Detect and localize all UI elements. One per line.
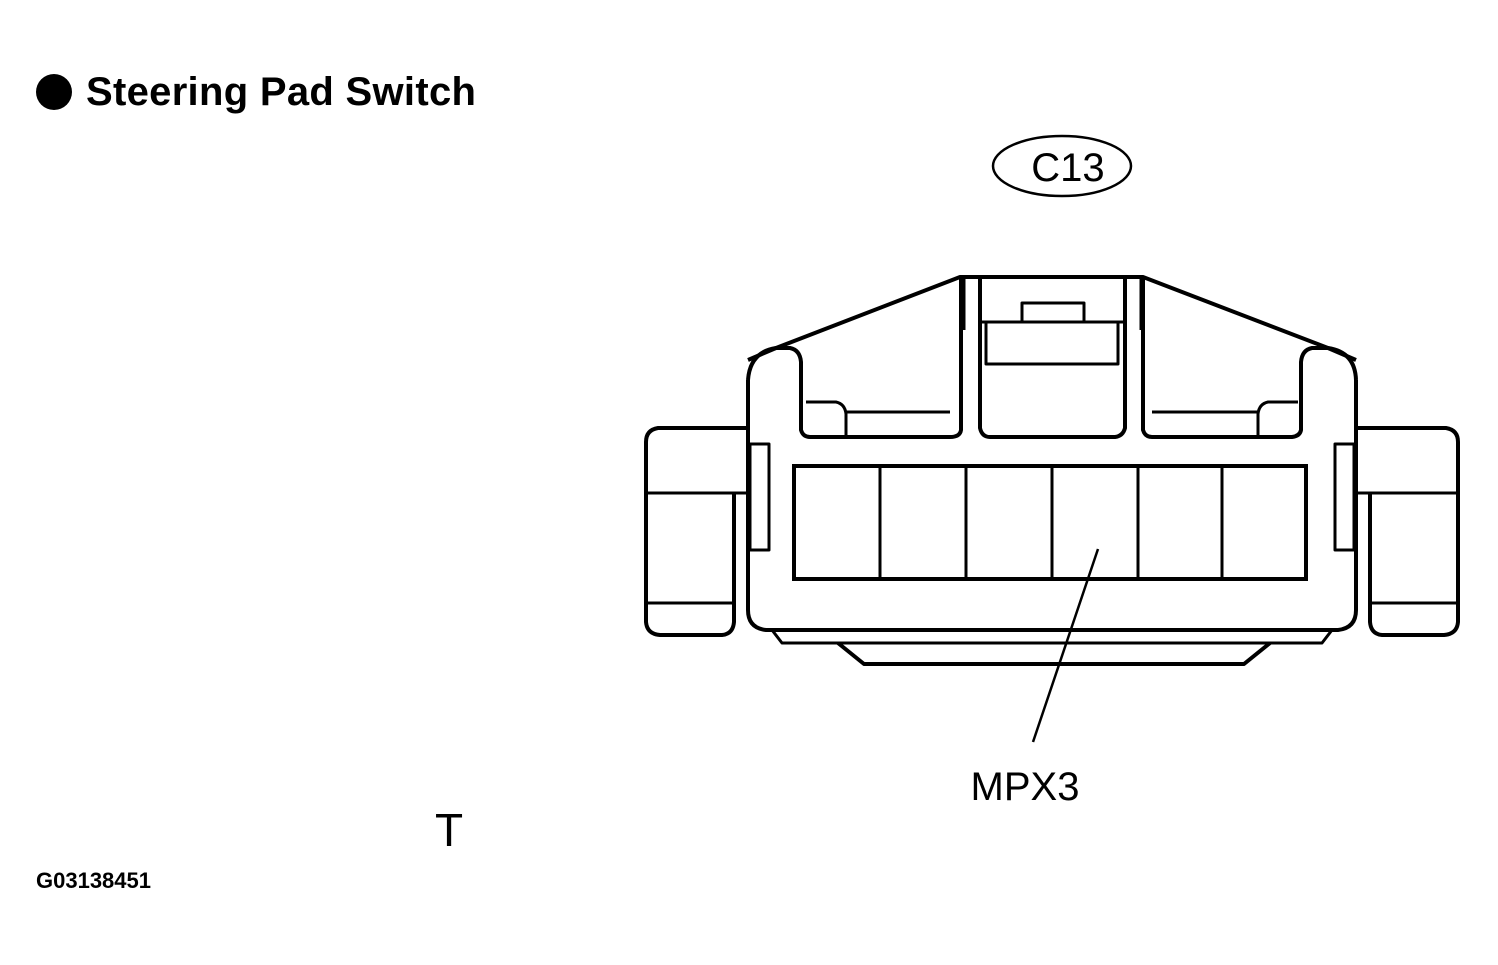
diagram-title: Steering Pad Switch: [36, 66, 476, 118]
connector-code-label: C13: [1031, 146, 1104, 190]
title-text: Steering Pad Switch: [86, 69, 477, 114]
terminal-leader-line: [1031, 548, 1100, 743]
connector-code-badge: C13: [991, 134, 1133, 198]
terminal-label-mpx3: MPX3: [971, 765, 1080, 809]
connector-housing: [644, 275, 1460, 666]
reference-code: G03138451: [36, 868, 151, 893]
terminal-block: [792, 464, 1308, 581]
filled-circle-bullet-icon: [36, 74, 72, 110]
t-mark: T: [435, 804, 464, 856]
